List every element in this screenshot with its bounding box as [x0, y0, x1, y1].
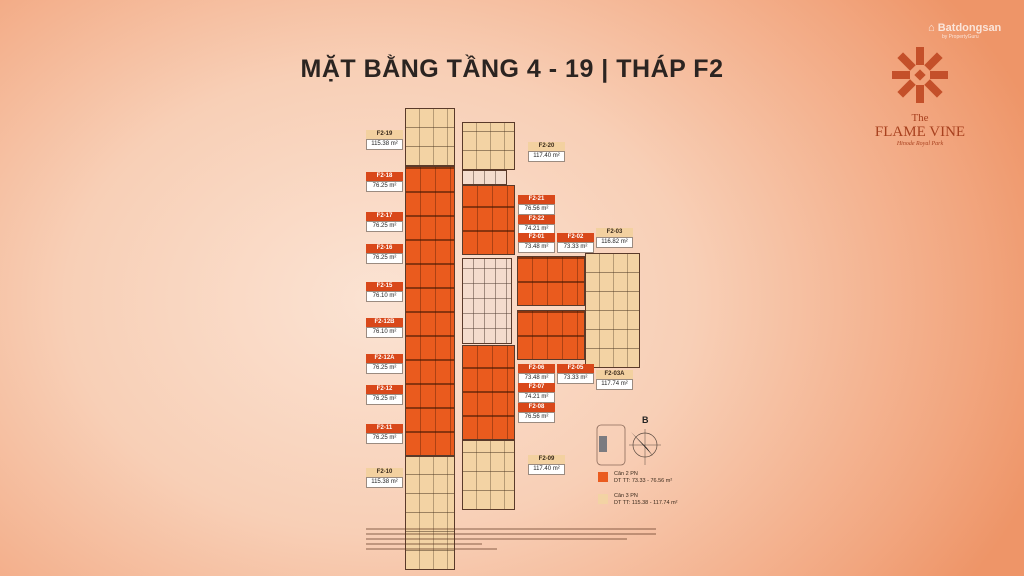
unit-area: 76.10 m²	[366, 291, 403, 302]
unit-block-f2-19	[405, 108, 455, 166]
unit-area: 76.56 m²	[518, 412, 555, 423]
unit-code: F2-07	[518, 383, 555, 392]
brand-name: FLAME VINE	[874, 124, 966, 140]
unit-area: 76.25 m²	[366, 363, 403, 374]
tower-highlight	[599, 436, 607, 452]
unit-block-f2-20	[462, 122, 515, 170]
site-key-map	[596, 424, 626, 466]
unit-area: 76.10 m²	[366, 327, 403, 338]
unit-code: F2-17	[366, 212, 403, 221]
compass: B	[596, 415, 661, 466]
unit-area: 115.38 m²	[366, 477, 403, 488]
unit-area: 117.40 m²	[528, 464, 565, 475]
watermark: ⌂ Batdongsan by PropertyGuru	[928, 22, 1002, 40]
unit-area: 117.74 m²	[596, 379, 633, 390]
unit-area: 116.82 m²	[596, 237, 633, 248]
legend-swatch-2pn	[598, 472, 608, 482]
unit-block-left-2pn	[405, 166, 455, 456]
unit-code: F2-21	[518, 195, 555, 204]
watermark-icon: ⌂	[928, 22, 935, 34]
unit-block-f2-10	[405, 456, 455, 570]
unit-area: 76.25 m²	[366, 253, 403, 264]
unit-block-f2-01-02	[517, 256, 585, 306]
legend-2pn-range: DT TT: 73.33 - 76.56 m²	[614, 478, 673, 484]
compass-north-label: B	[642, 415, 649, 425]
unit-code: F2-18	[366, 172, 403, 181]
unit-code: F2-11	[366, 424, 403, 433]
unit-area: 115.38 m²	[366, 139, 403, 150]
unit-area: 76.25 m²	[366, 221, 403, 232]
unit-code: F2-01	[518, 233, 555, 242]
core	[462, 170, 507, 185]
unit-code: F2-12B	[366, 318, 403, 327]
unit-block-f2-07-08	[462, 345, 515, 440]
elevator-core	[462, 258, 512, 344]
unit-area: 76.25 m²	[366, 181, 403, 192]
unit-area: 76.25 m²	[366, 394, 403, 405]
brand-logo: The FLAME VINE Hinode Royal Park	[875, 45, 965, 147]
legend-2pn-name: Căn 2 PN	[614, 471, 638, 477]
unit-block-f2-05-06	[517, 310, 585, 360]
unit-area: 73.48 m²	[518, 242, 555, 253]
unit-code: F2-20	[528, 142, 565, 151]
unit-code: F2-19	[366, 130, 403, 139]
legend-3pn-range: DT TT: 115.38 - 117.74 m²	[614, 500, 678, 506]
unit-area: 76.25 m²	[366, 433, 403, 444]
unit-block-f2-21-22	[462, 185, 515, 255]
unit-area: 76.56 m²	[518, 204, 555, 215]
unit-area: 74.21 m²	[518, 392, 555, 403]
unit-code: F2-06	[518, 364, 555, 373]
unit-area: 73.33 m²	[557, 373, 594, 384]
unit-code: F2-02	[557, 233, 594, 242]
compass-needle-icon	[631, 432, 653, 456]
unit-code: F2-15	[366, 282, 403, 291]
footnote	[366, 528, 656, 553]
unit-area: 73.33 m²	[557, 242, 594, 253]
unit-area: 117.40 m²	[528, 151, 565, 162]
unit-code: F2-12	[366, 385, 403, 394]
legend-swatch-3pn	[598, 494, 608, 504]
legend-3pn-name: Căn 3 PN	[614, 493, 638, 499]
unit-code: F2-22	[518, 215, 555, 224]
unit-code: F2-09	[528, 455, 565, 464]
unit-code: F2-08	[518, 403, 555, 412]
unit-code: F2-03A	[596, 370, 633, 379]
page-title: MẶT BẰNG TẦNG 4 - 19 | THÁP F2	[300, 55, 724, 83]
unit-code: F2-12A	[366, 354, 403, 363]
unit-block-f2-03	[585, 253, 640, 368]
unit-block-f2-09	[462, 440, 515, 510]
unit-code: F2-10	[366, 468, 403, 477]
unit-code: F2-16	[366, 244, 403, 253]
unit-code: F2-03	[596, 228, 633, 237]
unit-code: F2-05	[557, 364, 594, 373]
flame-vine-logo-icon	[892, 47, 948, 103]
